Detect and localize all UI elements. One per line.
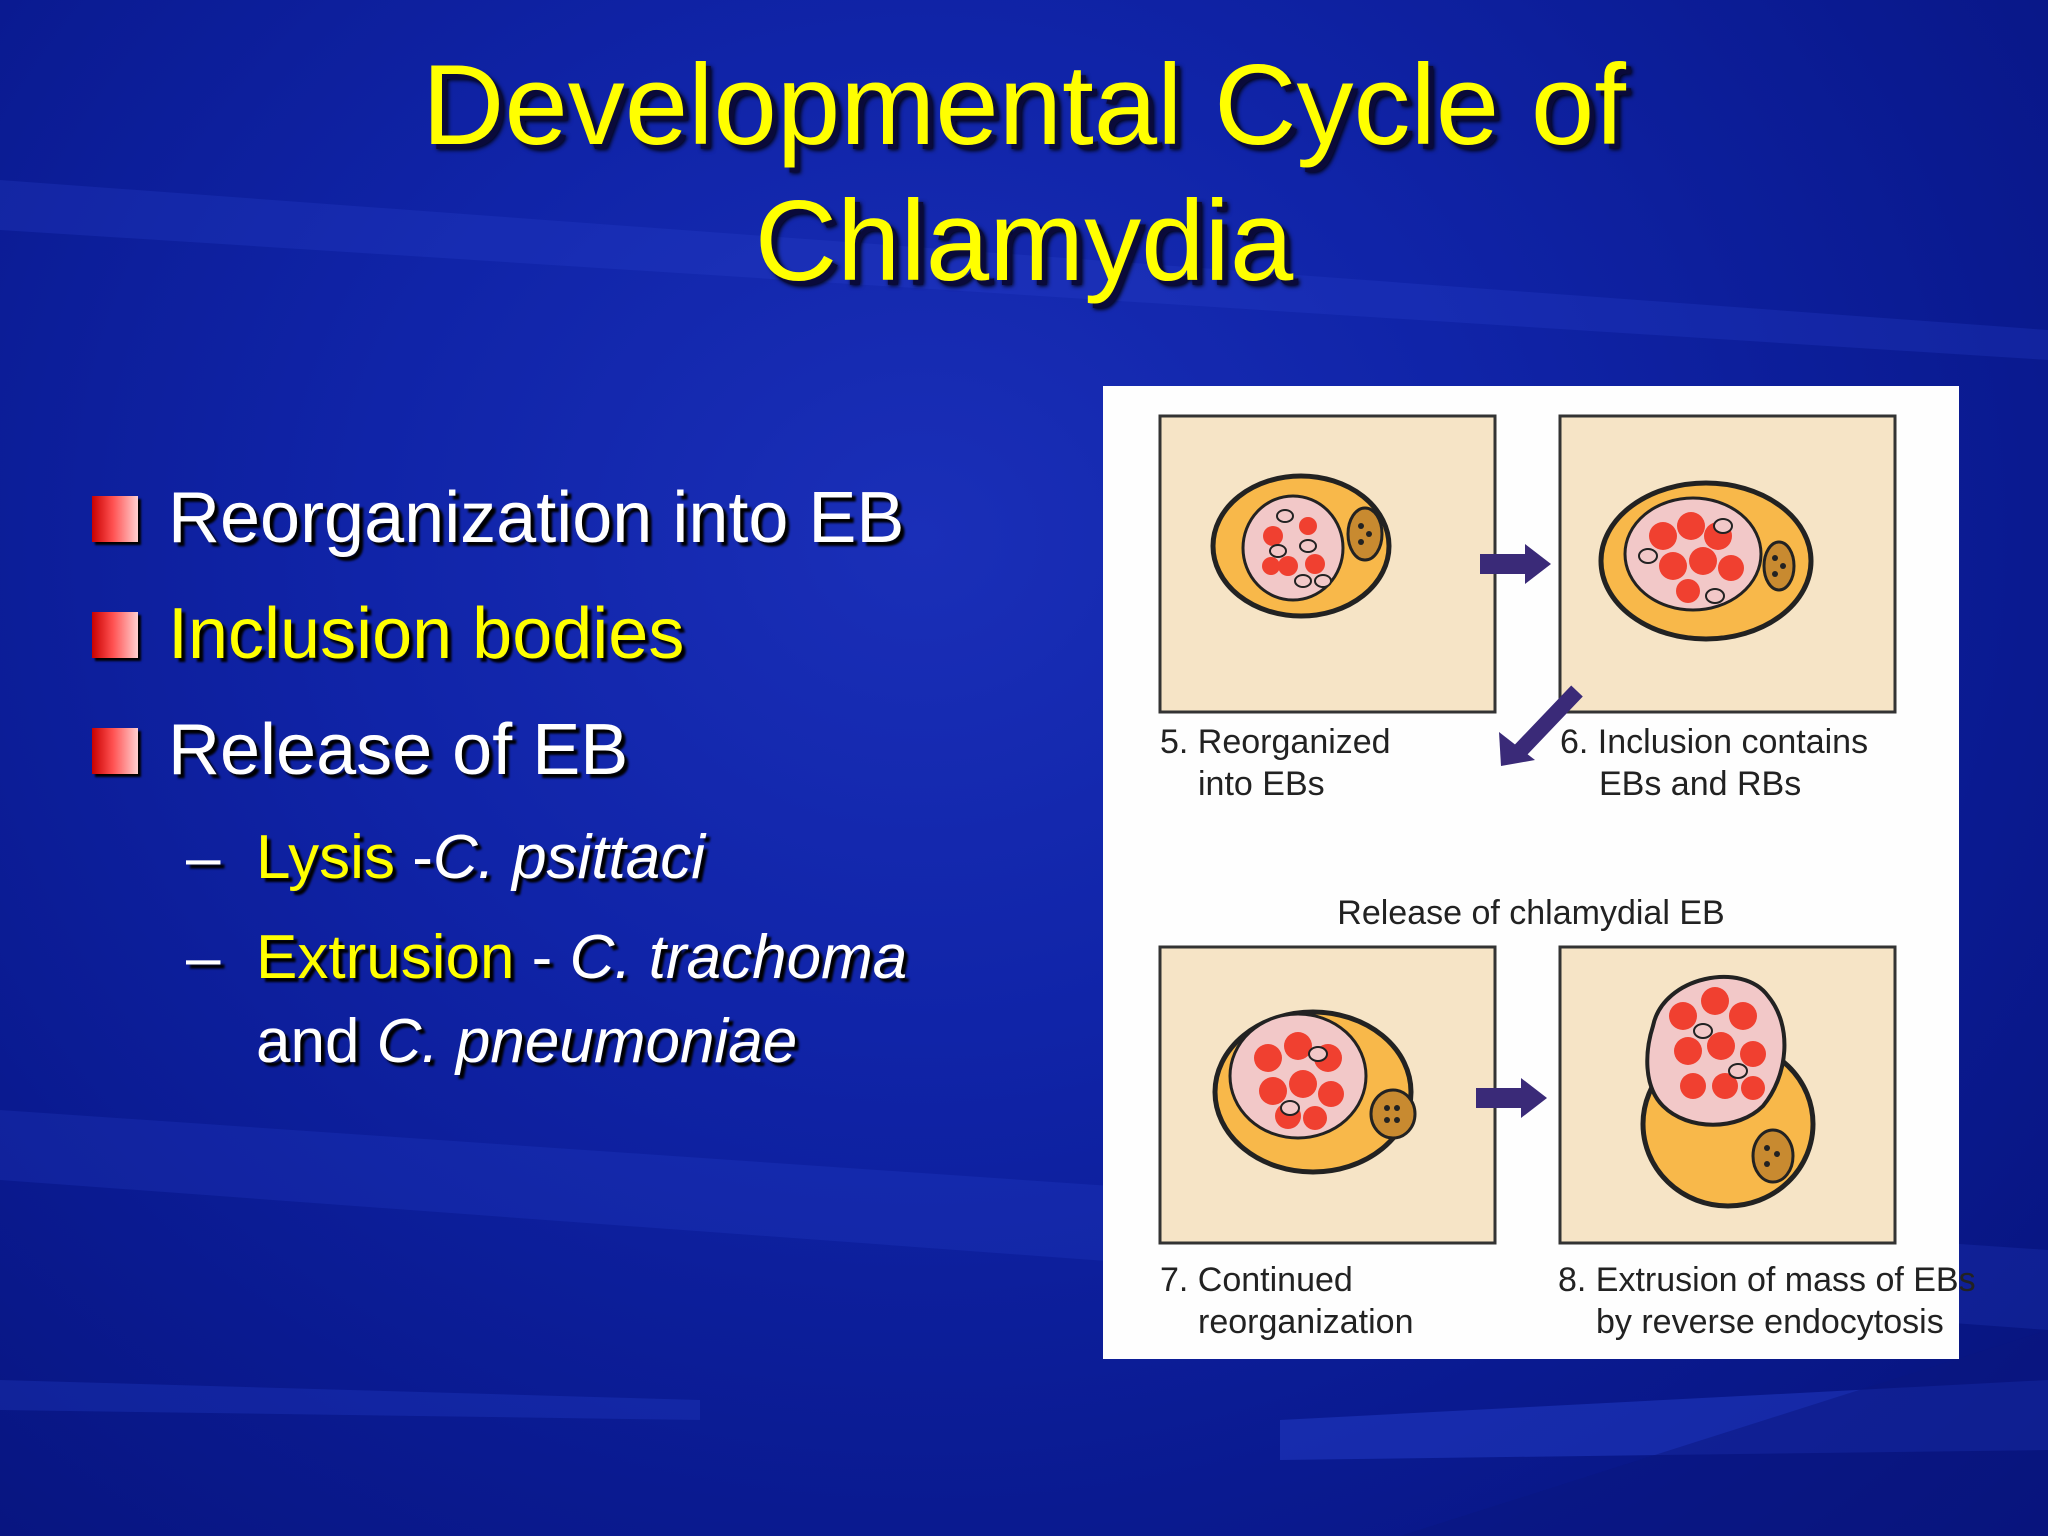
- panel-8: [1558, 945, 1897, 1245]
- dash-marker: –: [186, 923, 221, 992]
- arrow-right-icon: [1480, 544, 1551, 584]
- species-name: C. psittaci: [432, 823, 706, 892]
- panel-7: [1158, 945, 1497, 1245]
- bullet-square-icon: [92, 496, 138, 542]
- panel-5: [1158, 414, 1497, 714]
- bullet-square-icon: [92, 612, 138, 658]
- caption-8-line-1: 8. Extrusion of mass of EBs: [1558, 1261, 1976, 1299]
- panel-6: [1558, 414, 1897, 714]
- arrow-diagonal-icon: [1499, 685, 1583, 766]
- species-name: C. pneumoniae: [376, 1007, 798, 1076]
- caption-8-line-2: by reverse endocytosis: [1596, 1303, 1944, 1341]
- cycle-diagram: [1158, 414, 1897, 1245]
- caption-5-line-1: 5. Reorganized: [1160, 723, 1391, 761]
- bullet-text: Release of EB: [168, 710, 629, 790]
- caption-5-line-2: into EBs: [1198, 765, 1325, 803]
- bullet-text: Reorganization into EB: [168, 478, 905, 558]
- caption-6-line-1: 6. Inclusion contains: [1560, 723, 1869, 761]
- caption-7-line-1: 7. Continued: [1160, 1261, 1353, 1299]
- bullet-square-icon: [92, 728, 138, 774]
- separator: -: [514, 923, 570, 992]
- species-name: C. trachoma: [569, 923, 908, 992]
- title-line-2: Chlamydia: [754, 178, 1294, 305]
- caption-6-line-2: EBs and RBs: [1599, 765, 1802, 803]
- dash-marker: –: [186, 823, 221, 892]
- title-line-1: Developmental Cycle of: [422, 42, 1626, 169]
- slide-title: Developmental Cycle of Chlamydia: [0, 38, 2048, 310]
- separator: -: [394, 823, 433, 892]
- chlamydia-cycle-figure: 5. Reorganized into EBs 6. Inclusion con…: [1103, 386, 1976, 1359]
- bullet-text: Inclusion bodies: [168, 594, 685, 674]
- sub-bullet-label: Extrusion: [256, 923, 515, 992]
- caption-7-line-2: reorganization: [1198, 1303, 1414, 1341]
- arrow-right-icon: [1476, 1078, 1547, 1118]
- sub-bullet-label: Lysis: [256, 823, 395, 892]
- center-label: Release of chlamydial EB: [1337, 894, 1725, 932]
- and-text: and: [256, 1007, 377, 1076]
